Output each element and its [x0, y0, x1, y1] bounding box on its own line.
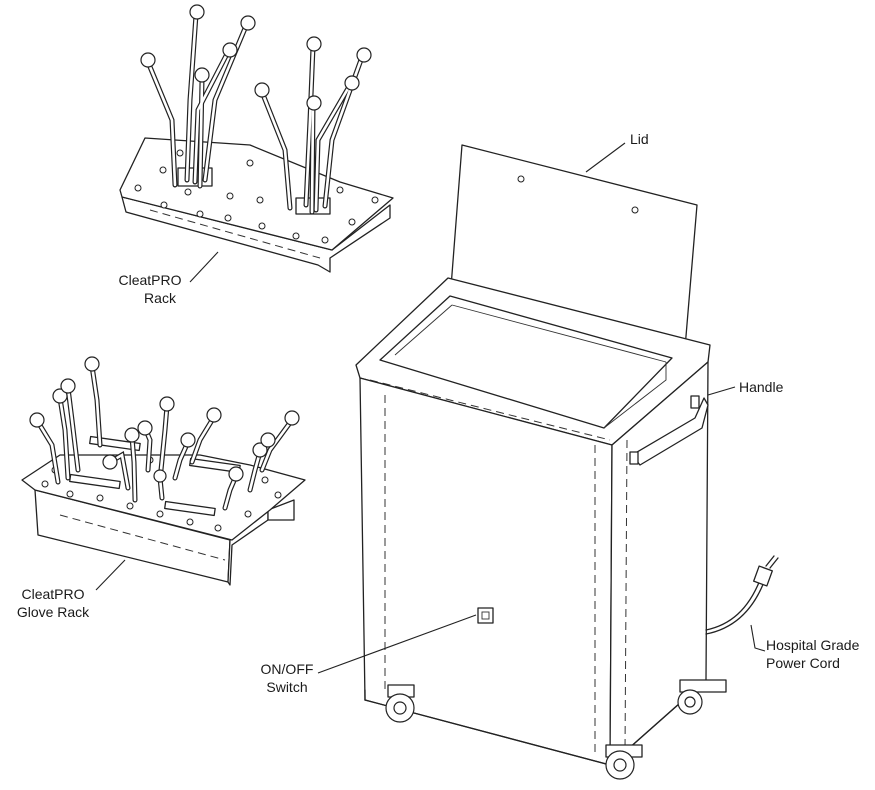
caster-rear [677, 679, 727, 715]
label-handle: Handle [739, 379, 784, 395]
label-glove-rack-line1: CleatPRO [21, 586, 85, 602]
label-rack-line1: CleatPRO [118, 272, 182, 288]
label-lid: Lid [630, 131, 649, 147]
handle [631, 397, 709, 466]
label-switch-line1: ON/OFF [260, 661, 314, 677]
label-rack-line2: Rack [144, 290, 176, 306]
label-switch-line2: Switch [266, 679, 308, 695]
power-cord [705, 579, 761, 631]
on-off-switch [477, 607, 494, 624]
label-power-cord-line1: Hospital Grade [766, 637, 860, 653]
cleatpro-rack [119, 4, 394, 283]
label-power-cord-line2: Power Cord [766, 655, 840, 671]
label-glove-rack-line2: Glove Rack [16, 604, 90, 620]
cleatpro-glove-rack [21, 356, 306, 591]
caster-front-left [385, 684, 415, 723]
caster-front-right [605, 744, 643, 780]
cart-cabinet [317, 142, 779, 780]
